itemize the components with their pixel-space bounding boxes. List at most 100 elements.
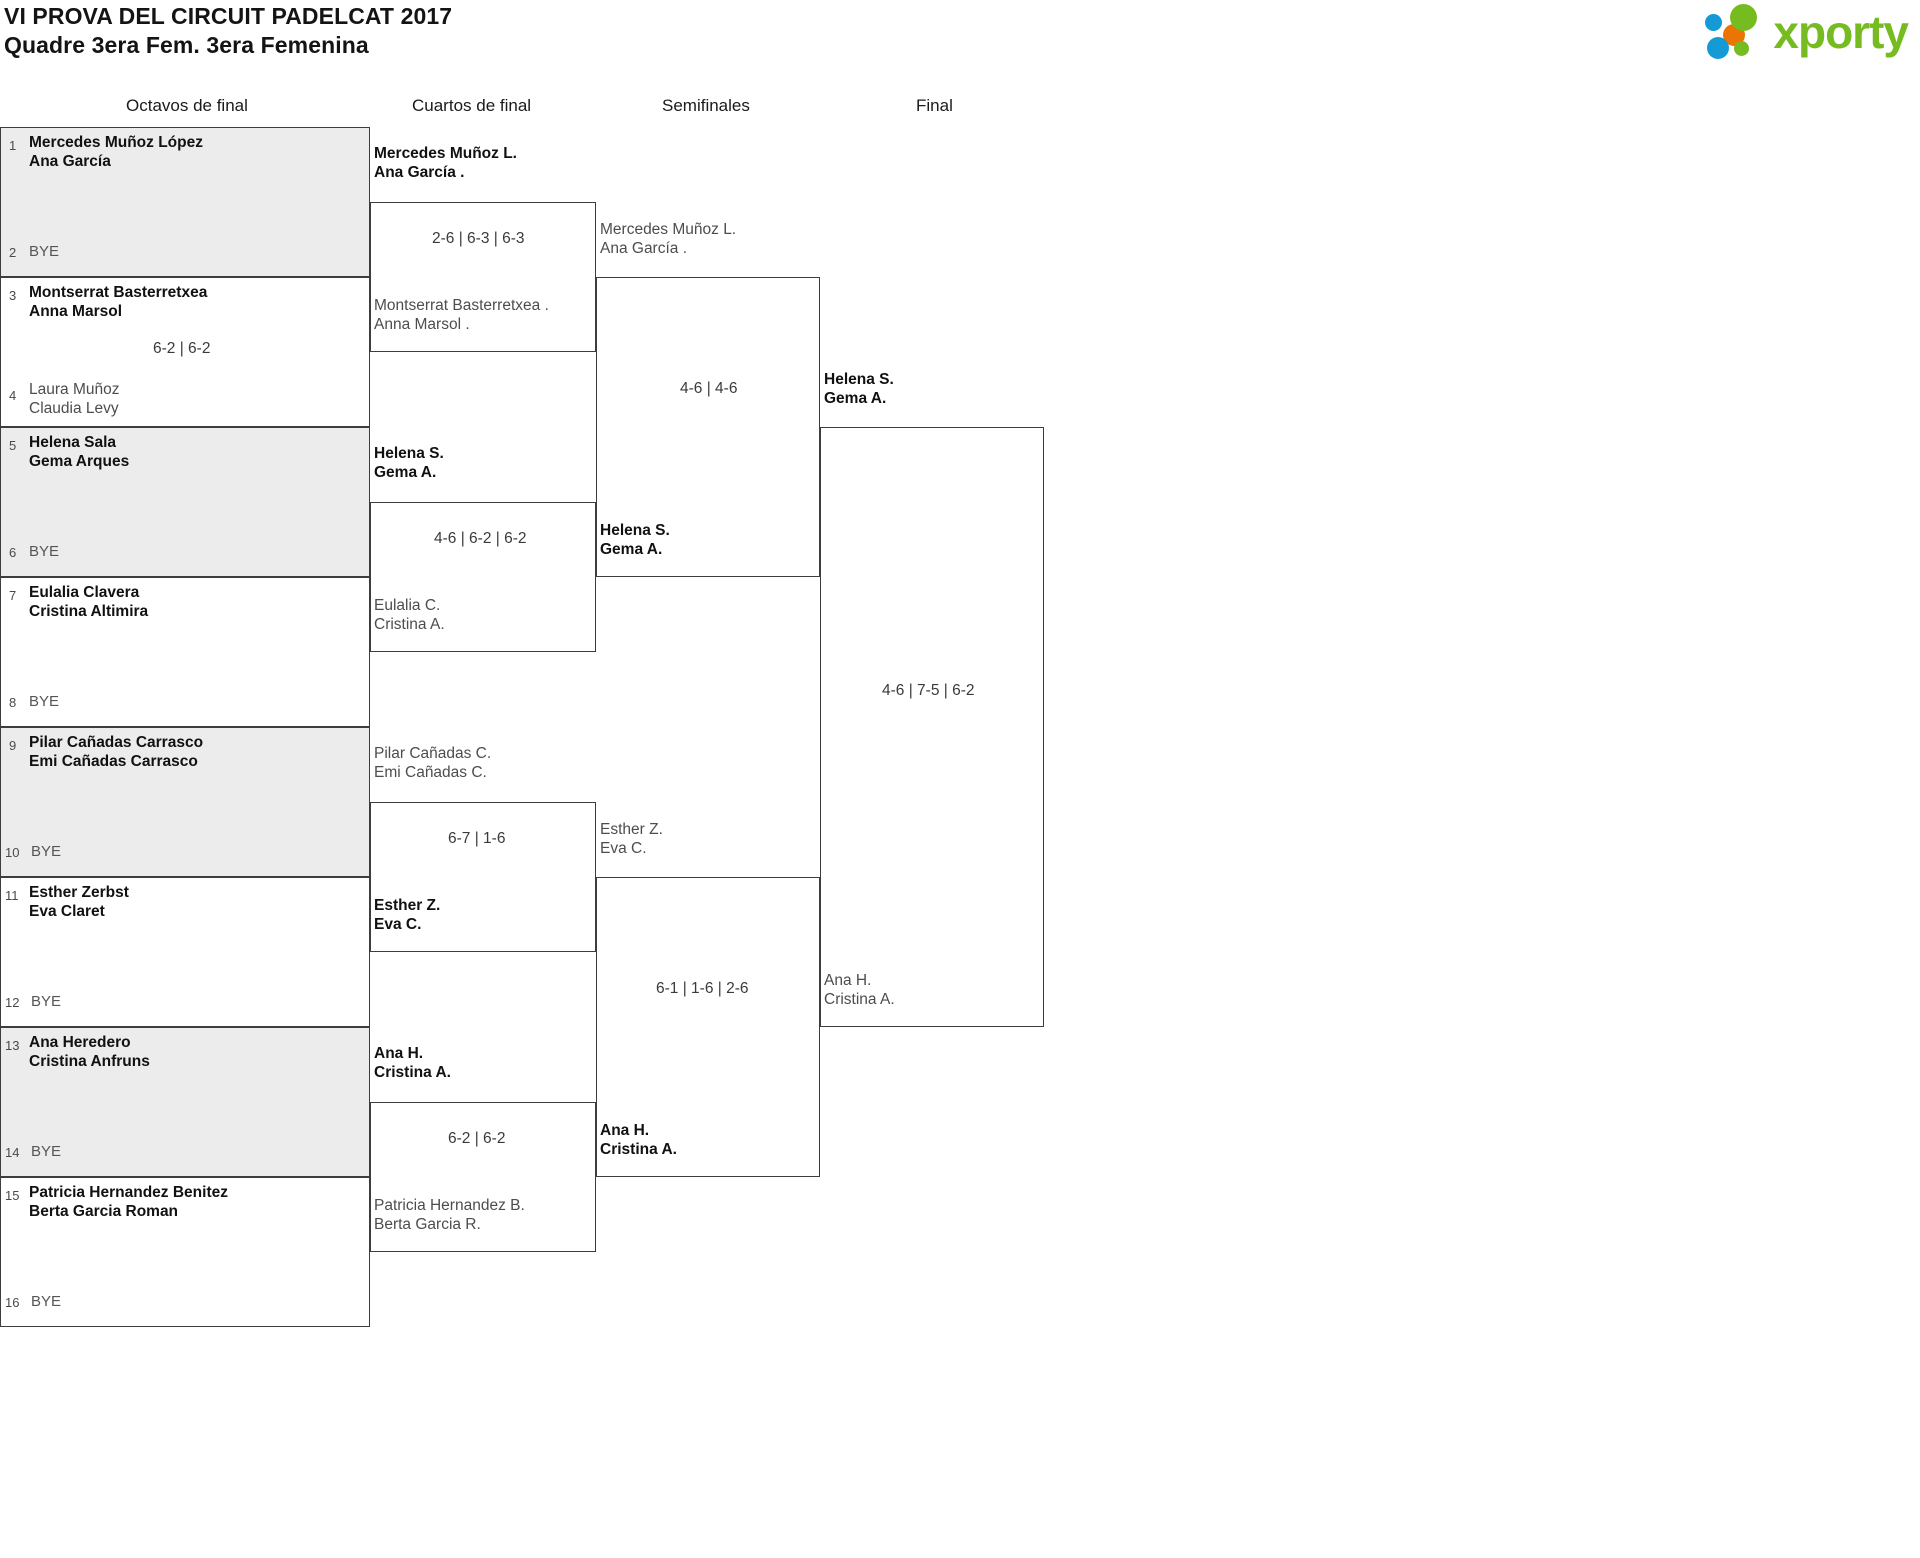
sf2-bottom-name-1: Ana H. — [600, 1122, 650, 1139]
round-header-octavos: Octavos de final — [126, 96, 248, 115]
seed-number: 11 — [5, 888, 19, 903]
match-score: 6-2 | 6-2 — [153, 340, 211, 357]
qf2-bottom-name-2: Cristina A. — [374, 616, 445, 633]
sf-connector-1 — [596, 277, 820, 577]
r16-slot-2[interactable]: 3 Montserrat Basterretxea Anna Marsol 6-… — [0, 277, 370, 427]
xporty-logo: xporty — [1705, 4, 1909, 60]
qf2-bottom-name-1: Eulalia C. — [374, 597, 441, 614]
bye-label: BYE — [29, 693, 60, 710]
player-name-1: Eulalia Clavera — [29, 584, 140, 601]
r16-slot-6[interactable]: 11 Esther Zerbst Eva Claret 12 BYE — [0, 877, 370, 1027]
qf4-score: 6-2 | 6-2 — [448, 1130, 506, 1147]
r16-slot-3[interactable]: 5 Helena Sala Gema Arques 6 BYE — [0, 427, 370, 577]
qf2-top-name-2: Gema A. — [374, 464, 437, 481]
draw-subtitle: Quadre 3era Fem. 3era Femenina — [4, 32, 369, 58]
qf2-top-name-1: Helena S. — [374, 445, 444, 462]
qf-connector-3 — [370, 802, 596, 952]
logo-dots-icon — [1705, 4, 1767, 60]
qf-connector-2 — [370, 502, 596, 652]
player-name-1: Mercedes Muñoz López — [29, 134, 203, 151]
sf1-bottom-name-2: Gema A. — [600, 541, 663, 558]
round-header-final: Final — [916, 96, 953, 115]
player-name-2: Claudia Levy — [29, 400, 119, 417]
seed-number: 15 — [5, 1188, 20, 1203]
sf2-score: 6-1 | 1-6 | 2-6 — [656, 980, 749, 997]
qf3-score: 6-7 | 1-6 — [448, 830, 506, 847]
sf1-top-name-2: Ana García . — [600, 240, 688, 257]
final-bottom-name-2: Cristina A. — [824, 991, 895, 1008]
sf1-bottom-name-1: Helena S. — [600, 522, 670, 539]
player-name-1: Helena Sala — [29, 434, 117, 451]
logo-wordmark: xporty — [1773, 6, 1909, 58]
bye-label: BYE — [31, 993, 62, 1010]
sf1-top-name-1: Mercedes Muñoz L. — [600, 221, 737, 238]
player-name-2: Anna Marsol — [29, 303, 123, 320]
player-name-2: Ana García — [29, 153, 111, 170]
seed-number: 13 — [5, 1038, 20, 1053]
final-top-name-1: Helena S. — [824, 371, 894, 388]
bye-label: BYE — [29, 543, 60, 560]
player-name-1: Pilar Cañadas Carrasco — [29, 734, 204, 751]
qf3-bottom-name-2: Eva C. — [374, 916, 422, 933]
bye-label: BYE — [31, 1143, 62, 1160]
seed-number: 8 — [9, 695, 17, 710]
seed-number: 3 — [9, 288, 17, 303]
player-name-1: Laura Muñoz — [29, 381, 120, 398]
qf1-top-name-2: Ana García . — [374, 164, 465, 181]
player-name-2: Eva Claret — [29, 903, 105, 920]
r16-slot-8[interactable]: 15 Patricia Hernandez Benitez Berta Garc… — [0, 1177, 370, 1327]
bye-label: BYE — [31, 843, 62, 860]
player-name-1: Montserrat Basterretxea — [29, 284, 208, 301]
qf1-bottom-name-2: Anna Marsol . — [374, 316, 470, 333]
seed-number: 12 — [5, 995, 20, 1010]
player-name-1: Ana Heredero — [29, 1034, 131, 1051]
qf2-score: 4-6 | 6-2 | 6-2 — [434, 530, 527, 547]
seed-number: 9 — [9, 738, 17, 753]
round-header-cuartos: Cuartos de final — [412, 96, 532, 115]
sf2-bottom-name-2: Cristina A. — [600, 1141, 677, 1158]
seed-number: 6 — [9, 545, 17, 560]
sf2-top-name-1: Esther Z. — [600, 821, 663, 838]
qf-connector-4 — [370, 1102, 596, 1252]
seed-number: 4 — [9, 388, 17, 403]
player-name-2: Cristina Anfruns — [29, 1053, 150, 1070]
final-bottom-name-1: Ana H. — [824, 972, 872, 989]
player-name-2: Berta Garcia Roman — [29, 1203, 179, 1220]
qf1-bottom-name-1: Montserrat Basterretxea . — [374, 297, 549, 314]
round-header-semifinales: Semifinales — [662, 96, 750, 115]
page-title: VI PROVA DEL CIRCUIT PADELCAT 2017 Quadr… — [4, 2, 452, 60]
qf1-top-name-1: Mercedes Muñoz L. — [374, 145, 517, 162]
player-name-2: Emi Cañadas Carrasco — [29, 753, 198, 770]
qf1-score: 2-6 | 6-3 | 6-3 — [432, 230, 525, 247]
seed-number: 7 — [9, 588, 17, 603]
r16-slot-1[interactable]: 1 Mercedes Muñoz López Ana García 2 BYE — [0, 127, 370, 277]
seed-number: 16 — [5, 1295, 20, 1310]
qf4-top-name-2: Cristina A. — [374, 1064, 451, 1081]
bye-label: BYE — [31, 1293, 62, 1310]
qf3-bottom-name-1: Esther Z. — [374, 897, 441, 914]
sf1-score: 4-6 | 4-6 — [680, 380, 738, 397]
seed-number: 14 — [5, 1145, 20, 1160]
r16-slot-5[interactable]: 9 Pilar Cañadas Carrasco Emi Cañadas Car… — [0, 727, 370, 877]
player-name-1: Patricia Hernandez Benitez — [29, 1184, 228, 1201]
qf4-bottom-name-1: Patricia Hernandez B. — [374, 1197, 525, 1214]
tournament-title: VI PROVA DEL CIRCUIT PADELCAT 2017 — [4, 3, 453, 29]
seed-number: 5 — [9, 438, 17, 453]
qf3-top-name-1: Pilar Cañadas C. — [374, 745, 492, 762]
qf-connector-1 — [370, 202, 596, 352]
r16-slot-4[interactable]: 7 Eulalia Clavera Cristina Altimira 8 BY… — [0, 577, 370, 727]
seed-number: 10 — [5, 845, 20, 860]
player-name-2: Gema Arques — [29, 453, 130, 470]
final-top-name-2: Gema A. — [824, 390, 887, 407]
seed-number: 2 — [9, 245, 17, 260]
bye-label: BYE — [29, 243, 60, 260]
sf2-top-name-2: Eva C. — [600, 840, 647, 857]
sf-connector-2 — [596, 877, 820, 1177]
player-name-2: Cristina Altimira — [29, 603, 149, 620]
r16-slot-7[interactable]: 13 Ana Heredero Cristina Anfruns 14 BYE — [0, 1027, 370, 1177]
qf4-bottom-name-2: Berta Garcia R. — [374, 1216, 481, 1233]
qf4-top-name-1: Ana H. — [374, 1045, 424, 1062]
final-connector — [820, 427, 1044, 1027]
qf3-top-name-2: Emi Cañadas C. — [374, 764, 487, 781]
